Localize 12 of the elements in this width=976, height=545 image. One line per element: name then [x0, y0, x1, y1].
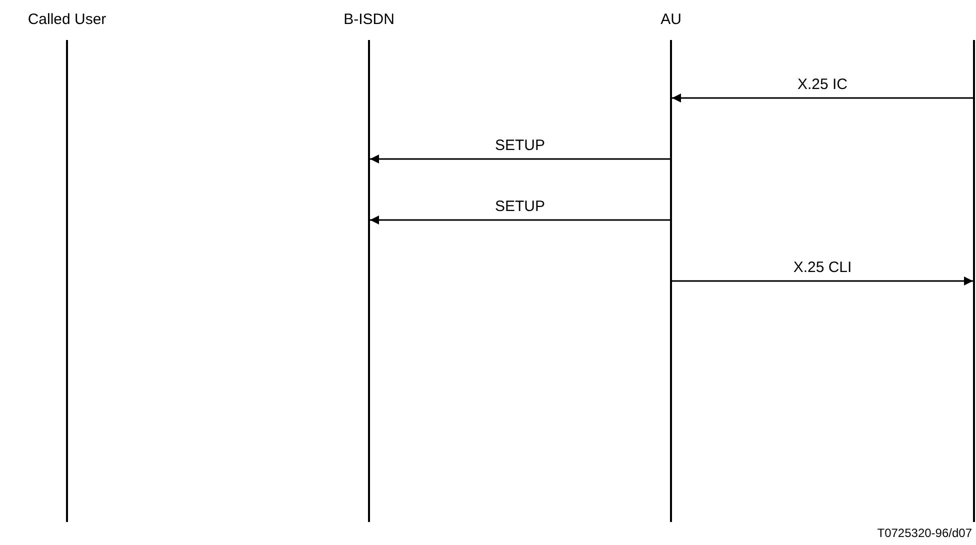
arrow [672, 276, 973, 286]
arrow [370, 154, 670, 164]
arrow [672, 94, 973, 102]
edge-label: SETUP [495, 198, 545, 216]
edge-label: X.25 CLI [793, 259, 852, 277]
edge-label: SETUP [495, 137, 545, 155]
lifeline-label: AU [660, 10, 682, 30]
lifeline-label: Called User [28, 10, 106, 30]
figure-code: T0725320-96/d07 [877, 526, 972, 541]
lifeline-label: B-ISDN [344, 10, 394, 30]
edge-label: X.25 IC [797, 76, 848, 94]
arrow [370, 216, 670, 224]
